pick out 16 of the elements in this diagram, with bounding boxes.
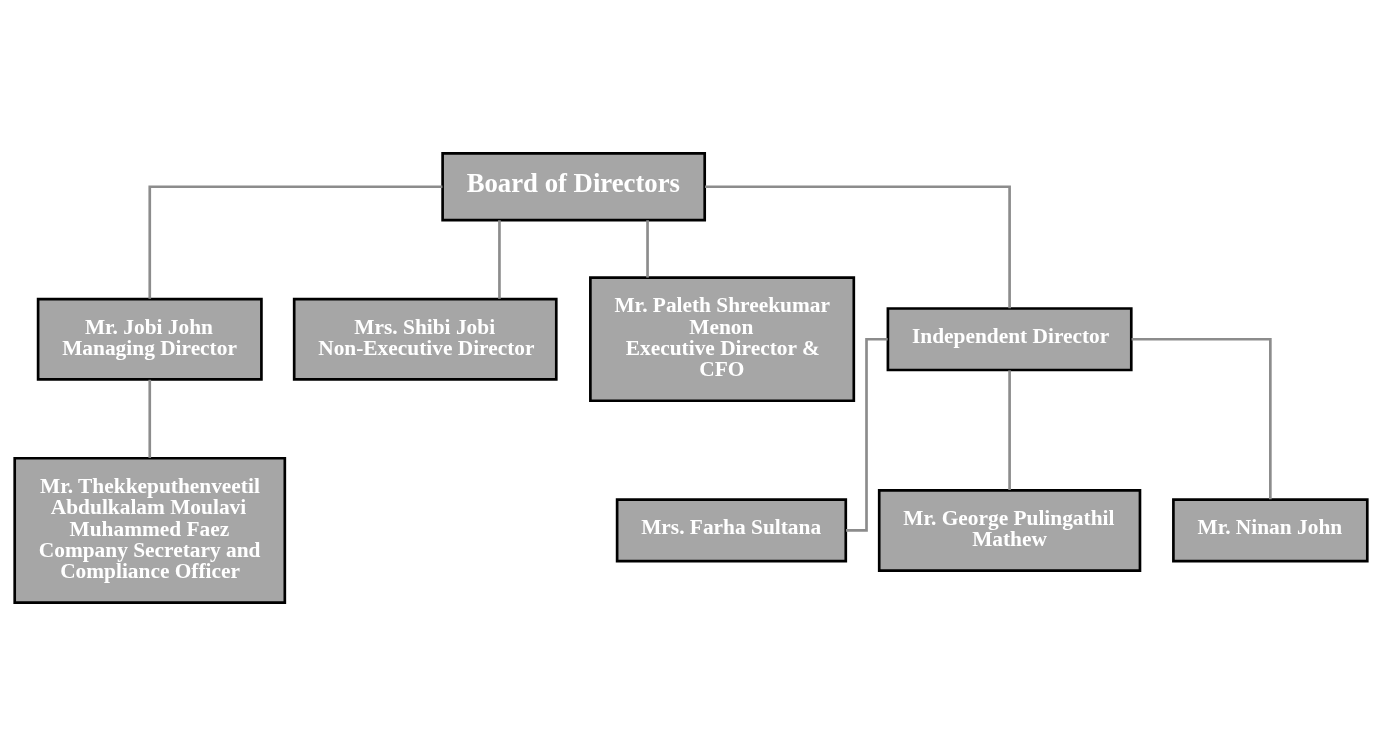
node-box: Mrs. Farha Sultana (615, 498, 848, 563)
connector (646, 220, 649, 278)
connector (1008, 370, 1011, 490)
node-box: Mr. Paleth Shreekumar Menon Executive Director & CFO (589, 276, 856, 403)
node-box: Mr. George Pulingathil Mathew (877, 489, 1142, 572)
node-box: Mr. Ninan John (1172, 498, 1369, 563)
connector (1131, 337, 1272, 500)
connector (705, 185, 1011, 309)
node-box: Mrs. Shibi Jobi Non-Executive Director (292, 297, 558, 381)
connector (498, 220, 501, 299)
node-box: Mr. Jobi John Managing Director (36, 297, 263, 381)
connector (148, 379, 152, 458)
node-box: Independent Director (886, 307, 1133, 372)
node-box: Board of Directors (441, 152, 707, 222)
node-box: Mr. Thekkeputhenveetil Abdulkalam Moulavi Muhammed Faez Company Secretary and Compliance Officer (13, 456, 287, 604)
connector (148, 185, 443, 299)
